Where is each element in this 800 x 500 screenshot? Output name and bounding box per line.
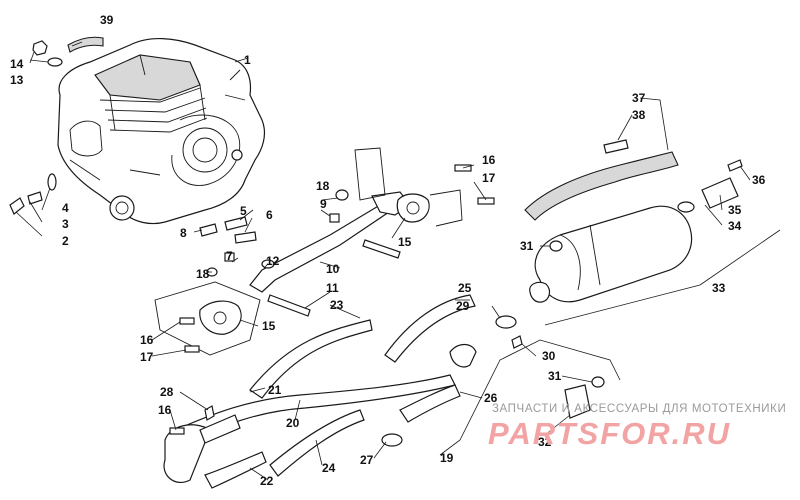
callout-7: 7 — [226, 249, 233, 263]
clamp-27 — [381, 433, 403, 447]
callout-17-repeat: 17 — [140, 350, 154, 364]
bolt-16c — [169, 427, 185, 435]
washer-13 — [47, 57, 63, 67]
pipe-26 — [399, 384, 461, 423]
heat-shield-37 — [524, 151, 679, 221]
callout-28: 28 — [160, 385, 174, 399]
engine-assembly — [57, 37, 266, 225]
callout-16-repeat: 16 — [140, 333, 154, 347]
callout-27: 27 — [360, 453, 374, 467]
callout-16: 16 — [482, 153, 496, 167]
pipe-23 — [249, 319, 373, 399]
callout-4: 4 — [62, 201, 69, 215]
callout-33: 33 — [712, 281, 726, 295]
sensor-2 — [9, 197, 25, 215]
callout-34: 34 — [728, 219, 742, 233]
stud-5 — [224, 216, 248, 231]
callout-29: 29 — [456, 299, 470, 313]
callout-8: 8 — [180, 226, 187, 240]
frame-ghost-lower — [154, 281, 261, 356]
stud-8 — [199, 223, 218, 237]
nut-14 — [32, 40, 48, 56]
callout-22: 22 — [260, 474, 274, 488]
grommet-18 — [335, 189, 349, 201]
frame-ghost-right — [429, 189, 463, 227]
watermark-tagline: ЗАПЧАСТИ И АКСЕССУАРЫ ДЛЯ МОТОТЕХНИКИ — [492, 403, 787, 415]
gasket-29 — [495, 315, 517, 329]
callout-5: 5 — [240, 204, 247, 218]
callout-9: 9 — [320, 197, 327, 211]
callout-12: 12 — [266, 254, 280, 268]
callout-24: 24 — [322, 461, 336, 475]
bolt-17 — [477, 197, 495, 205]
pipe-25 — [384, 294, 476, 363]
bolt-16b — [179, 317, 195, 325]
spring-30 — [511, 335, 523, 349]
nut-9 — [329, 213, 340, 223]
callout-14: 14 — [10, 57, 24, 71]
clamp-22 — [204, 451, 267, 489]
muffler-33 — [534, 205, 693, 303]
nut-31b — [591, 376, 605, 388]
strap-39 — [67, 36, 104, 53]
callout-25: 25 — [458, 281, 472, 295]
callout-15: 15 — [398, 235, 412, 249]
stud-6 — [234, 231, 257, 244]
pipe-21 — [199, 414, 241, 444]
muffler-inlet — [529, 281, 551, 303]
gasket-15 — [396, 193, 430, 223]
gasket-34 — [677, 201, 695, 213]
callout-31: 31 — [520, 239, 534, 253]
callout-2: 2 — [62, 234, 69, 248]
callout-20: 20 — [286, 416, 300, 430]
bracket-32 — [564, 384, 591, 419]
callout-39: 39 — [100, 13, 114, 27]
screw-36 — [727, 159, 743, 172]
callout-21: 21 — [268, 383, 282, 397]
callout-32: 32 — [538, 435, 552, 449]
callout-37: 37 — [632, 91, 646, 105]
watermark-logo: PARTSFOR.RU — [488, 416, 732, 451]
nut-31 — [549, 240, 563, 252]
bolt-17b — [184, 345, 200, 353]
callout-19: 19 — [440, 451, 454, 465]
callout-18: 18 — [316, 179, 330, 193]
callout-3: 3 — [62, 217, 69, 231]
callout-18-repeat: 18 — [196, 267, 210, 281]
frame-ghost-upper — [354, 147, 386, 201]
callout-10: 10 — [326, 262, 340, 276]
callout-35: 35 — [728, 203, 742, 217]
coupler-25 — [449, 343, 477, 368]
callout-26: 26 — [484, 391, 498, 405]
sensor-3 — [27, 191, 43, 205]
nut-7 — [224, 252, 235, 262]
callout-30: 30 — [542, 349, 556, 363]
callout-36: 36 — [752, 173, 766, 187]
callout-16-repeat-2: 16 — [158, 403, 172, 417]
callout-31-repeat: 31 — [548, 369, 562, 383]
gasket-15b — [199, 300, 242, 335]
bolt-11-upper — [362, 239, 401, 259]
gasket-4 — [47, 173, 57, 191]
callout-6: 6 — [266, 208, 273, 222]
bolt-11-lower — [267, 294, 311, 317]
callout-17: 17 — [482, 171, 496, 185]
callout-1: 1 — [244, 53, 251, 67]
callout-13: 13 — [10, 73, 24, 87]
spark-arrestor-35 — [701, 177, 739, 209]
callout-11: 11 — [326, 281, 339, 295]
callout-23: 23 — [330, 298, 344, 312]
clip-38 — [603, 139, 629, 154]
callout-15-repeat: 15 — [262, 319, 276, 333]
callout-38: 38 — [632, 108, 646, 122]
